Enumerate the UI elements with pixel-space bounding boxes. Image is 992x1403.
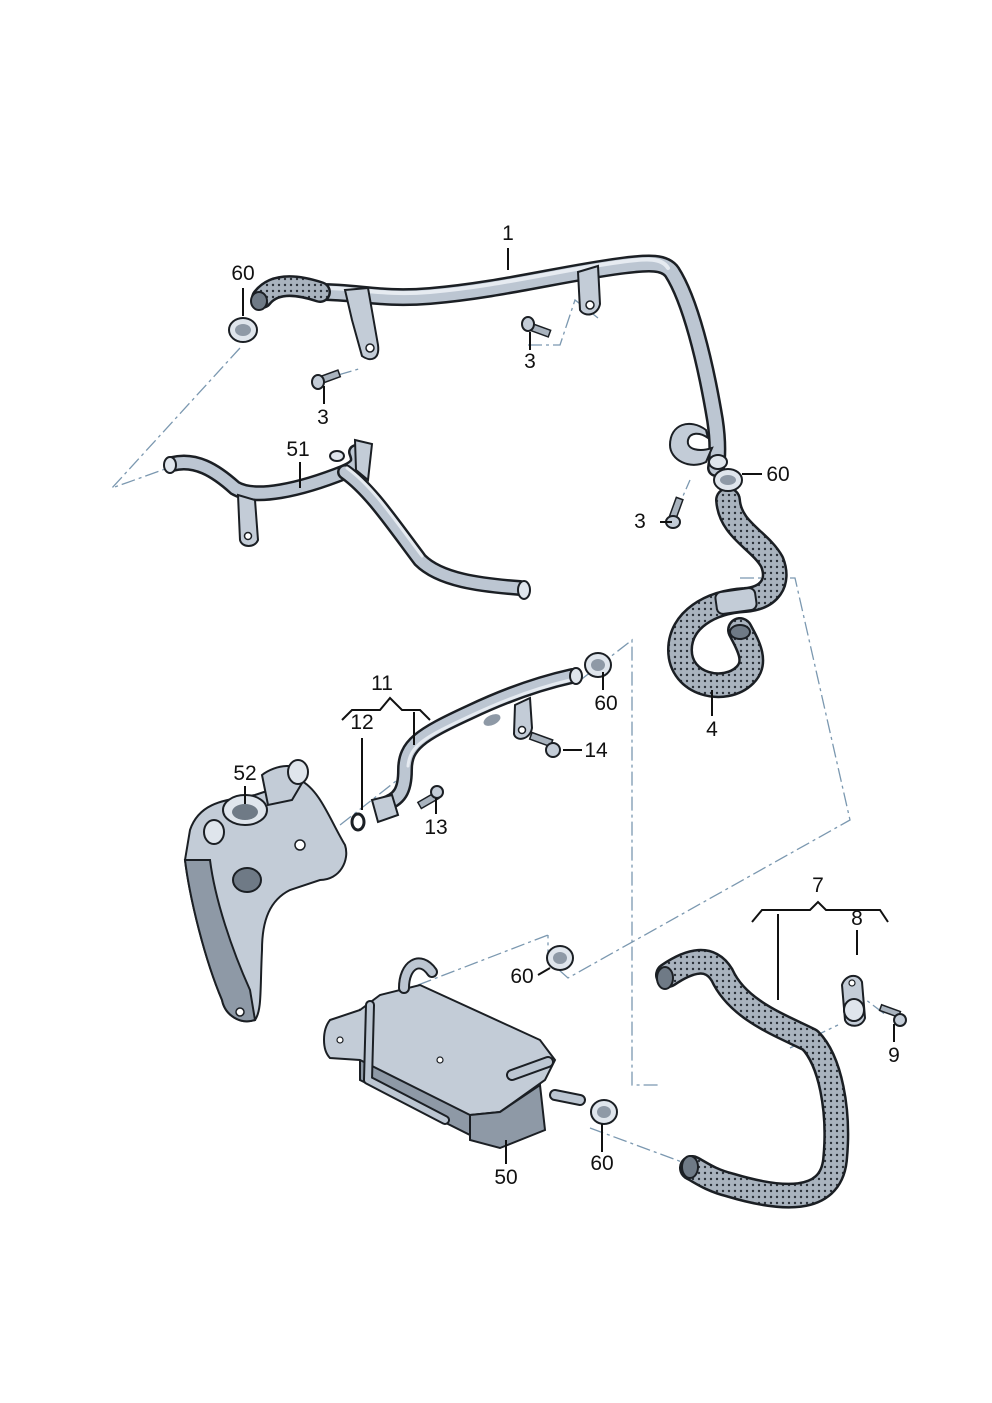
assembly-line-bolt3-pipe1: [337, 367, 363, 376]
part-51-coolant-pipe: [163, 438, 531, 600]
part-4-hose: [667, 487, 788, 699]
bracket-11: [341, 696, 431, 721]
assembly-line-hose4-hose7: [547, 577, 851, 979]
callout-11: 11: [371, 672, 393, 695]
callout-60c: 60: [594, 692, 617, 715]
assembly-line-cooler-clamp: [417, 934, 549, 986]
pipe-51-bracket: [236, 493, 260, 547]
pipe-1-open-end: [250, 291, 268, 311]
pipe-11-flange: [370, 793, 400, 824]
bolt-3-c: [665, 496, 684, 529]
callout-7: 7: [812, 874, 824, 897]
clamp-60-e: [590, 1099, 618, 1125]
bolt-14: [528, 731, 561, 758]
leader-60d: [537, 967, 551, 976]
callout-14: 14: [584, 739, 608, 762]
clamps: [228, 317, 743, 1125]
bolts: [311, 316, 907, 1027]
callout-3c: 3: [634, 510, 646, 533]
callout-9: 9: [888, 1044, 900, 1067]
bolt-9: [878, 1003, 907, 1027]
callout-1: 1: [502, 222, 514, 245]
callout-50: 50: [494, 1166, 517, 1189]
pipe-1-bracket-mid: [576, 264, 602, 316]
part-11-coolant-pipe: [370, 667, 583, 824]
callout-3b: 3: [524, 350, 536, 373]
bolt-3-b: [521, 316, 552, 338]
assembly-line-clamp60-pipe11: [577, 638, 660, 1086]
clamp-60-b: [713, 468, 743, 492]
callout-3a: 3: [317, 406, 329, 429]
callout-60b: 60: [766, 463, 789, 486]
callout-60a: 60: [231, 262, 254, 285]
assembly-line-clamp60-pipe51: [111, 347, 241, 489]
callout-60d: 60: [510, 965, 533, 988]
part-8-bracket: [840, 974, 867, 1027]
clamp-60-c: [584, 652, 612, 678]
assembly-line-clamp60-hose7: [589, 1127, 691, 1166]
clamp-60-a: [228, 317, 258, 343]
assembly-line-pipe11-52: [339, 769, 411, 826]
part-12-o-ring: [350, 812, 366, 832]
bolt-3-a: [311, 369, 342, 390]
bolt-13: [416, 785, 444, 810]
part-52-housing: [183, 759, 348, 1023]
callout-labels: 1 3 3 3 4 7 8 9 11 12 13 14 50 51 52 60 …: [231, 222, 900, 1189]
pipe-1-bracket-lower: [668, 422, 714, 466]
part-1-coolant-pipe: [250, 254, 728, 477]
leader-lines: [242, 248, 895, 1164]
callout-4: 4: [706, 718, 718, 741]
hose-4-connector: [714, 587, 758, 615]
bracket-7: [751, 900, 889, 923]
part-50-oil-cooler: [323, 957, 586, 1150]
part-7-hose: [655, 948, 850, 1209]
clamp-60-d: [546, 945, 574, 971]
callout-52: 52: [233, 762, 256, 785]
pipe-1-bracket-left: [343, 286, 380, 361]
callout-51: 51: [286, 438, 309, 461]
callout-12: 12: [350, 711, 373, 734]
pipe-51-tab: [353, 438, 374, 482]
callout-60e: 60: [590, 1152, 613, 1175]
callout-13: 13: [424, 816, 447, 839]
callout-8: 8: [851, 907, 863, 930]
